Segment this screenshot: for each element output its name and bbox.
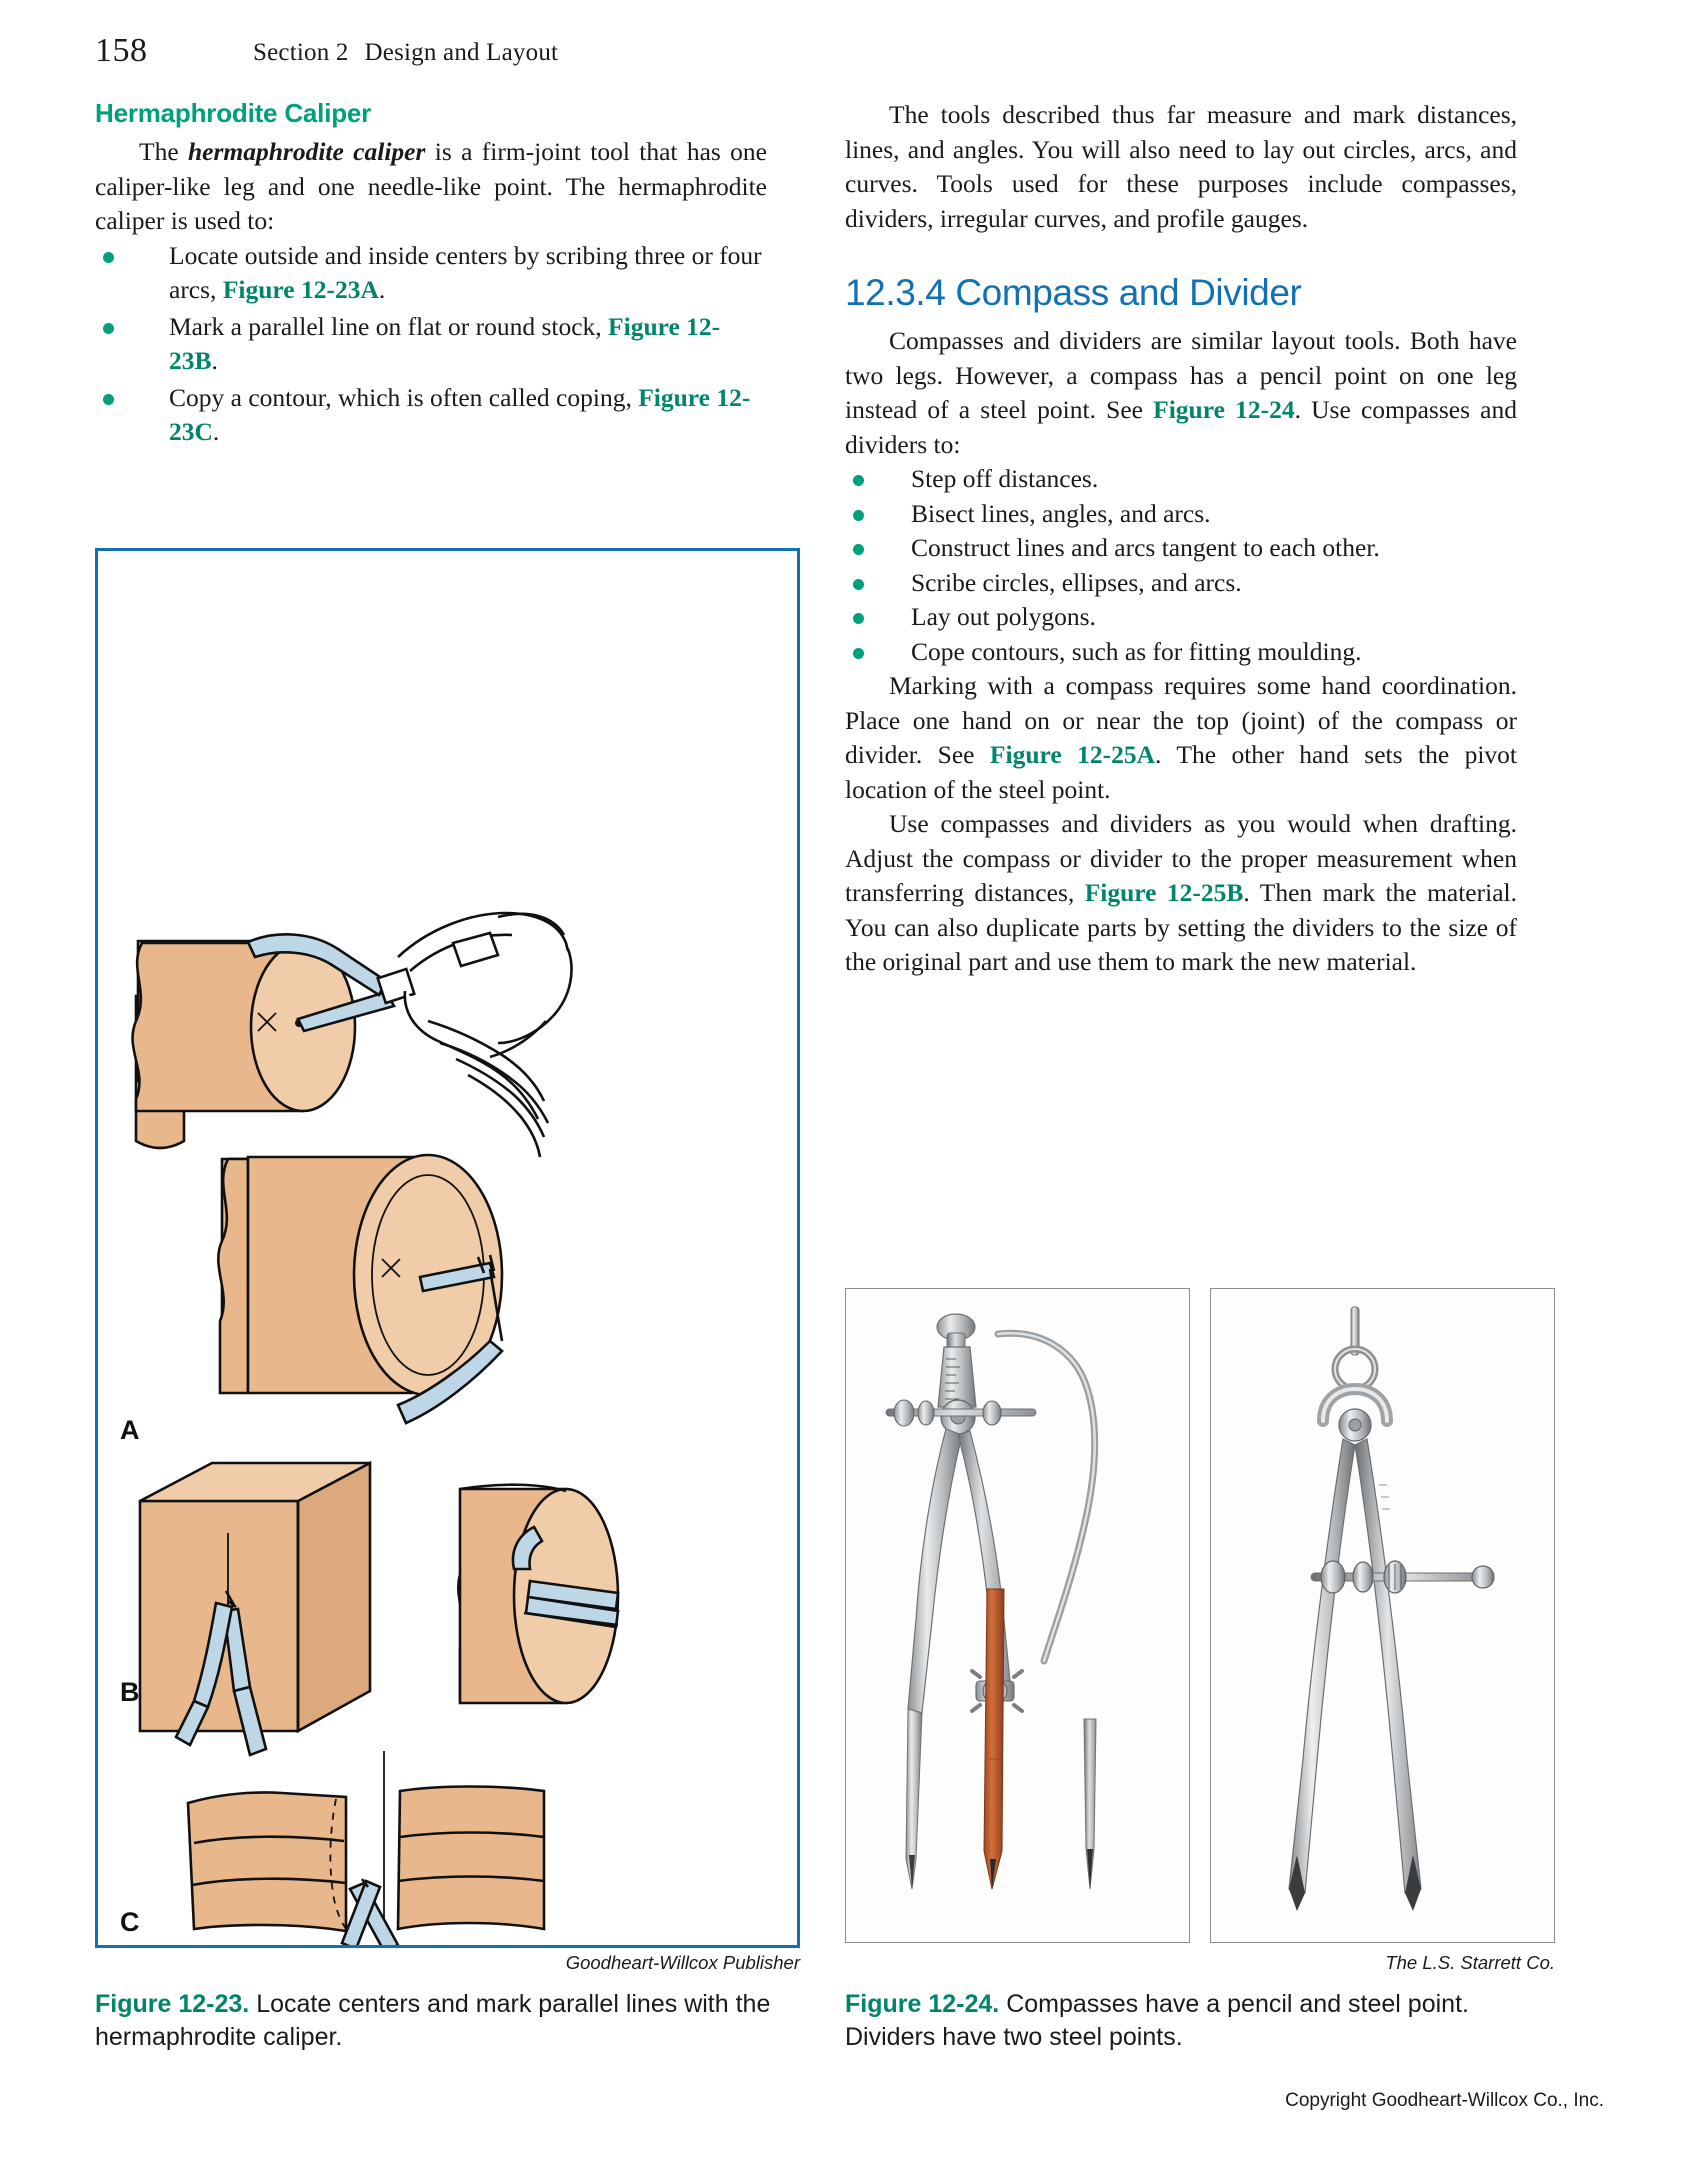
list-item: Cope contours, such as for fitting mould… <box>845 635 1517 670</box>
figure-reference[interactable]: Figure 12-24 <box>1153 395 1295 424</box>
paragraph-compasses-dividers: Compasses and dividers are similar layou… <box>845 324 1517 462</box>
hermaphrodite-uses-list: Locate outside and inside centers by scr… <box>95 239 767 450</box>
list-item: Scribe circles, ellipses, and arcs. <box>845 566 1517 601</box>
running-head-section-title: Design and Layout <box>364 39 559 66</box>
photo-divider <box>1210 1288 1555 1943</box>
list-item: Locate outside and inside centers by scr… <box>95 239 767 308</box>
list-item-text-after: . <box>378 275 386 304</box>
left-column: Hermaphrodite Caliper The hermaphrodite … <box>95 98 767 452</box>
panel-c-artwork <box>186 1751 546 1945</box>
running-head-section-label: Section 2 <box>253 39 349 66</box>
running-head-title: Section 2 Design and Layout <box>253 39 558 67</box>
list-item-text: Scribe circles, ellipses, and arcs. <box>911 567 1242 597</box>
bullet-dot-icon <box>103 322 114 334</box>
bullet-dot-icon <box>853 509 864 521</box>
paragraph-hermaphrodite-intro: The hermaphrodite caliper is a firm-join… <box>95 135 767 239</box>
list-item-text: Step off distances. <box>911 464 1099 493</box>
divider-photo-artwork <box>1288 1306 1495 1911</box>
bullet-dot-icon <box>853 544 864 555</box>
list-item-text: Cope contours, such as for fitting mould… <box>911 636 1362 666</box>
list-item: Lay out polygons. <box>845 600 1517 635</box>
compass-divider-uses-list: Step off distances. Bisect lines, angles… <box>845 462 1517 669</box>
subsection-heading-hermaphrodite-caliper: Hermaphrodite Caliper <box>95 98 372 128</box>
figure-12-24-caption: Figure 12-24. Compasses have a pencil an… <box>845 1988 1545 2054</box>
list-item-text: Locate outside and inside centers by scr… <box>169 240 762 305</box>
panel-label-a: A <box>120 1415 140 1445</box>
para-before: Marking with a compass requires some han… <box>845 671 1517 769</box>
intro-rest: is a firm-joint tool that has one calipe… <box>95 137 767 235</box>
para-before: Compasses and dividers are similar layou… <box>845 326 1517 424</box>
figure-12-24-credit: The L.S. Starrett Co. <box>1385 1952 1555 1973</box>
figure-reference[interactable]: Figure 12-23B <box>169 311 721 376</box>
list-item-text: Copy a contour, which is often called co… <box>169 382 639 412</box>
compass-photo-artwork <box>885 1313 1099 1890</box>
running-head: 158 Section 2 Design and Layout <box>95 32 1605 78</box>
figure-reference[interactable]: Figure 12-23C <box>169 382 751 447</box>
list-item-text: Construct lines and arcs tangent to each… <box>911 533 1380 562</box>
list-item-text-after: . <box>212 417 220 446</box>
list-item-text-after: . <box>211 346 218 375</box>
intro-lead: The <box>139 137 188 166</box>
photo-compass <box>845 1288 1190 1943</box>
glossary-term: hermaphrodite caliper <box>187 137 426 166</box>
bullet-dot-icon <box>853 475 864 486</box>
figure-reference[interactable]: Figure 12-23A <box>222 275 379 304</box>
right-column: The tools described thus far measure and… <box>845 98 1517 980</box>
list-item: Bisect lines, angles, and arcs. <box>845 497 1517 532</box>
figure-12-24-photos <box>845 1288 1555 1943</box>
list-item-text: Bisect lines, angles, and arcs. <box>911 498 1211 528</box>
figure-12-23-credit: Goodheart-Willcox Publisher <box>565 1952 800 1973</box>
panel-a-artwork <box>131 911 573 1158</box>
section-heading-compass-and-divider: 12.3.4 Compass and Divider <box>845 272 1302 313</box>
list-item: Copy a contour, which is often called co… <box>95 381 767 450</box>
copyright-line: Copyright Goodheart-Willcox Co., Inc. <box>1285 2090 1604 2111</box>
page-number: 158 <box>95 32 148 69</box>
list-item-text: Mark a parallel line on flat or round st… <box>169 311 609 341</box>
figure-12-23-artwork: .wood { fill:#E8B88C; stroke:#111; strok… <box>120 911 620 1945</box>
figure-12-24-caption-text: Compasses have a pencil and steel point.… <box>845 1990 1469 2051</box>
bullet-dot-icon <box>103 393 114 405</box>
list-item-text: Lay out polygons. <box>911 602 1096 631</box>
list-item: Step off distances. <box>845 462 1517 497</box>
list-item: Mark a parallel line on flat or round st… <box>95 310 767 379</box>
figure-12-23-illustration: .wood { fill:#E8B88C; stroke:#111; strok… <box>95 548 800 1948</box>
paragraph-use-as-drafting: Use compasses and dividers as you would … <box>845 807 1517 980</box>
panel-a2-artwork <box>217 1153 504 1425</box>
bullet-dot-icon <box>853 647 864 659</box>
figure-reference[interactable]: Figure 12-25B <box>1084 878 1244 907</box>
bullet-dot-icon <box>853 613 864 624</box>
para-after: . The other hand sets the pivot location… <box>845 740 1518 804</box>
figure-12-23-caption-number: Figure 12-23. <box>95 1990 250 2018</box>
para-before: Use compasses and dividers as you would … <box>845 809 1517 907</box>
panel-label-c: C <box>120 1907 140 1937</box>
bullet-dot-icon <box>853 578 864 590</box>
para-after: . Then mark the material. You can also d… <box>845 878 1517 976</box>
figure-12-23-caption: Figure 12-23. Locate centers and mark pa… <box>95 1988 785 2054</box>
list-item: Construct lines and arcs tangent to each… <box>845 531 1517 566</box>
figure-12-24-caption-number: Figure 12-24. <box>845 1990 1000 2018</box>
paragraph-tools-described: The tools described thus far measure and… <box>845 100 1517 233</box>
bullet-dot-icon <box>103 251 114 263</box>
panel-b-artwork <box>138 1460 620 1757</box>
figure-reference[interactable]: Figure 12-25A <box>989 740 1156 769</box>
para-after: . Use compasses and dividers to: <box>845 395 1517 459</box>
paragraph-marking-with-compass: Marking with a compass requires some han… <box>845 669 1517 807</box>
figure-12-23-caption-text: Locate centers and mark parallel lines w… <box>95 1990 771 2051</box>
panel-label-b: B <box>120 1677 140 1707</box>
